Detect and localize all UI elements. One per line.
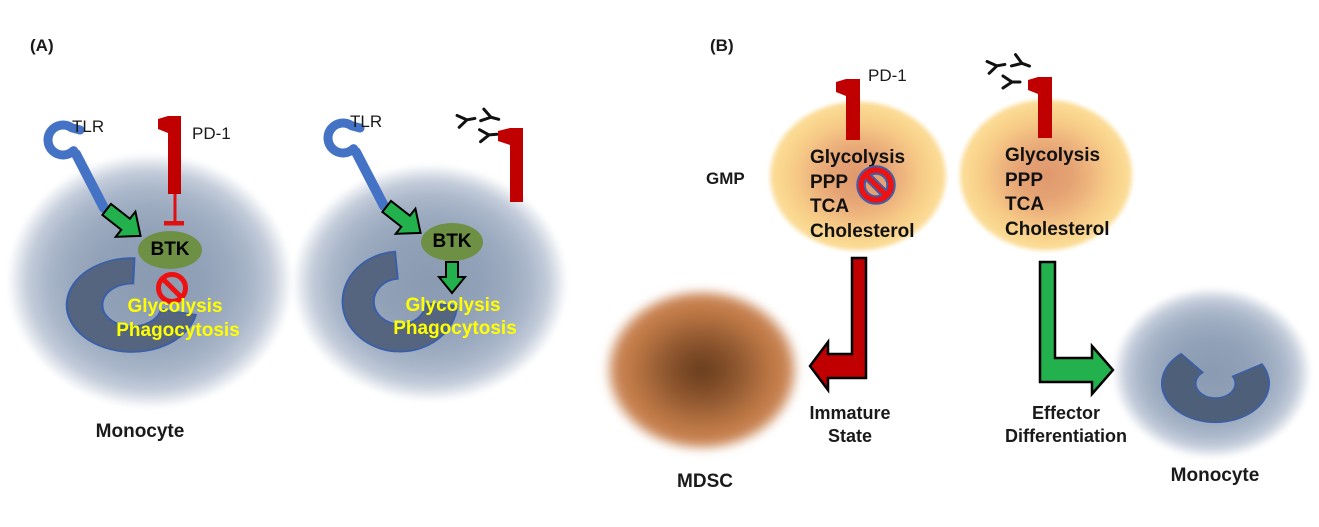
monocyte-label: Monocyte <box>1170 465 1260 486</box>
effector-differentiation-label: Effector Differentiation <box>996 402 1136 448</box>
metabolism-item: Cholesterol <box>810 220 915 242</box>
mdsc-cell <box>603 287 801 453</box>
monocyte-nucleus-icon <box>341 250 459 353</box>
pd1-blocked-receptor-icon <box>498 128 523 202</box>
metabolism-list: Glycolysis PPP TCA Cholesterol <box>810 146 915 244</box>
monocyte-nucleus-icon <box>1160 352 1270 424</box>
active-process-line2: Phagocytosis <box>393 318 517 339</box>
panel-a-label: (A) <box>30 36 54 55</box>
btk-label: BTK <box>432 231 472 252</box>
monocyte-label: Monocyte <box>95 421 185 442</box>
pd1-blocked-receptor-icon <box>1028 77 1052 138</box>
active-process-line1: Glycolysis <box>405 295 501 316</box>
antibody-icon <box>985 53 1031 90</box>
pd1-label: PD-1 <box>192 124 231 143</box>
pd1-inhibitor-icon <box>158 116 184 226</box>
tlr-receptor-icon <box>43 120 109 213</box>
monocyte-cell-resting <box>7 153 293 409</box>
effector-line1: Effector <box>1031 403 1100 423</box>
pd1-label: PD-1 <box>868 66 907 85</box>
btk-label: BTK <box>150 239 190 260</box>
metabolism-item: Glycolysis <box>1005 145 1101 166</box>
metabolism-item: Glycolysis <box>810 147 906 168</box>
immature-line2: State <box>827 426 872 446</box>
effector-line2: Differentiation <box>1004 426 1127 446</box>
activation-arrow-icon <box>436 261 468 295</box>
metabolism-item: TCA <box>1005 194 1045 215</box>
immature-arrow-icon <box>808 256 868 394</box>
gmp-label: GMP <box>706 169 745 188</box>
blocked-process-line2: Phagocytosis <box>116 320 240 341</box>
tlr-label: TLR <box>350 112 383 131</box>
monocyte-cell-treated <box>292 164 568 402</box>
antibody-icon <box>455 107 501 144</box>
panel-b-label: (B) <box>710 36 734 55</box>
blocked-icon <box>156 272 188 304</box>
btk-node: BTK <box>138 231 202 269</box>
monocyte-cell-b <box>1112 287 1312 459</box>
metabolism-list: Glycolysis PPP TCA Cholesterol <box>1005 144 1110 242</box>
metabolism-item: PPP <box>810 171 849 193</box>
effector-arrow-icon <box>1038 260 1115 398</box>
metabolism-item: PPP <box>1005 169 1044 191</box>
metabolism-item: Cholesterol <box>1005 218 1110 240</box>
blocked-process-line1: Glycolysis <box>127 296 223 317</box>
tlr-signal-arrow-icon <box>100 202 142 238</box>
btk-node: BTK <box>421 223 483 261</box>
tlr-signal-arrow-icon <box>380 199 422 235</box>
tlr-label: TLR <box>72 117 105 136</box>
immature-state-label: Immature State <box>800 402 900 448</box>
immature-line1: Immature <box>809 403 891 423</box>
blocked-icon <box>856 165 896 205</box>
tlr-receptor-icon <box>323 118 389 211</box>
mdsc-label: MDSC <box>677 471 733 492</box>
metabolism-item: TCA <box>810 196 850 217</box>
monocyte-nucleus-icon <box>65 257 198 353</box>
pd1-receptor-icon <box>836 79 860 140</box>
